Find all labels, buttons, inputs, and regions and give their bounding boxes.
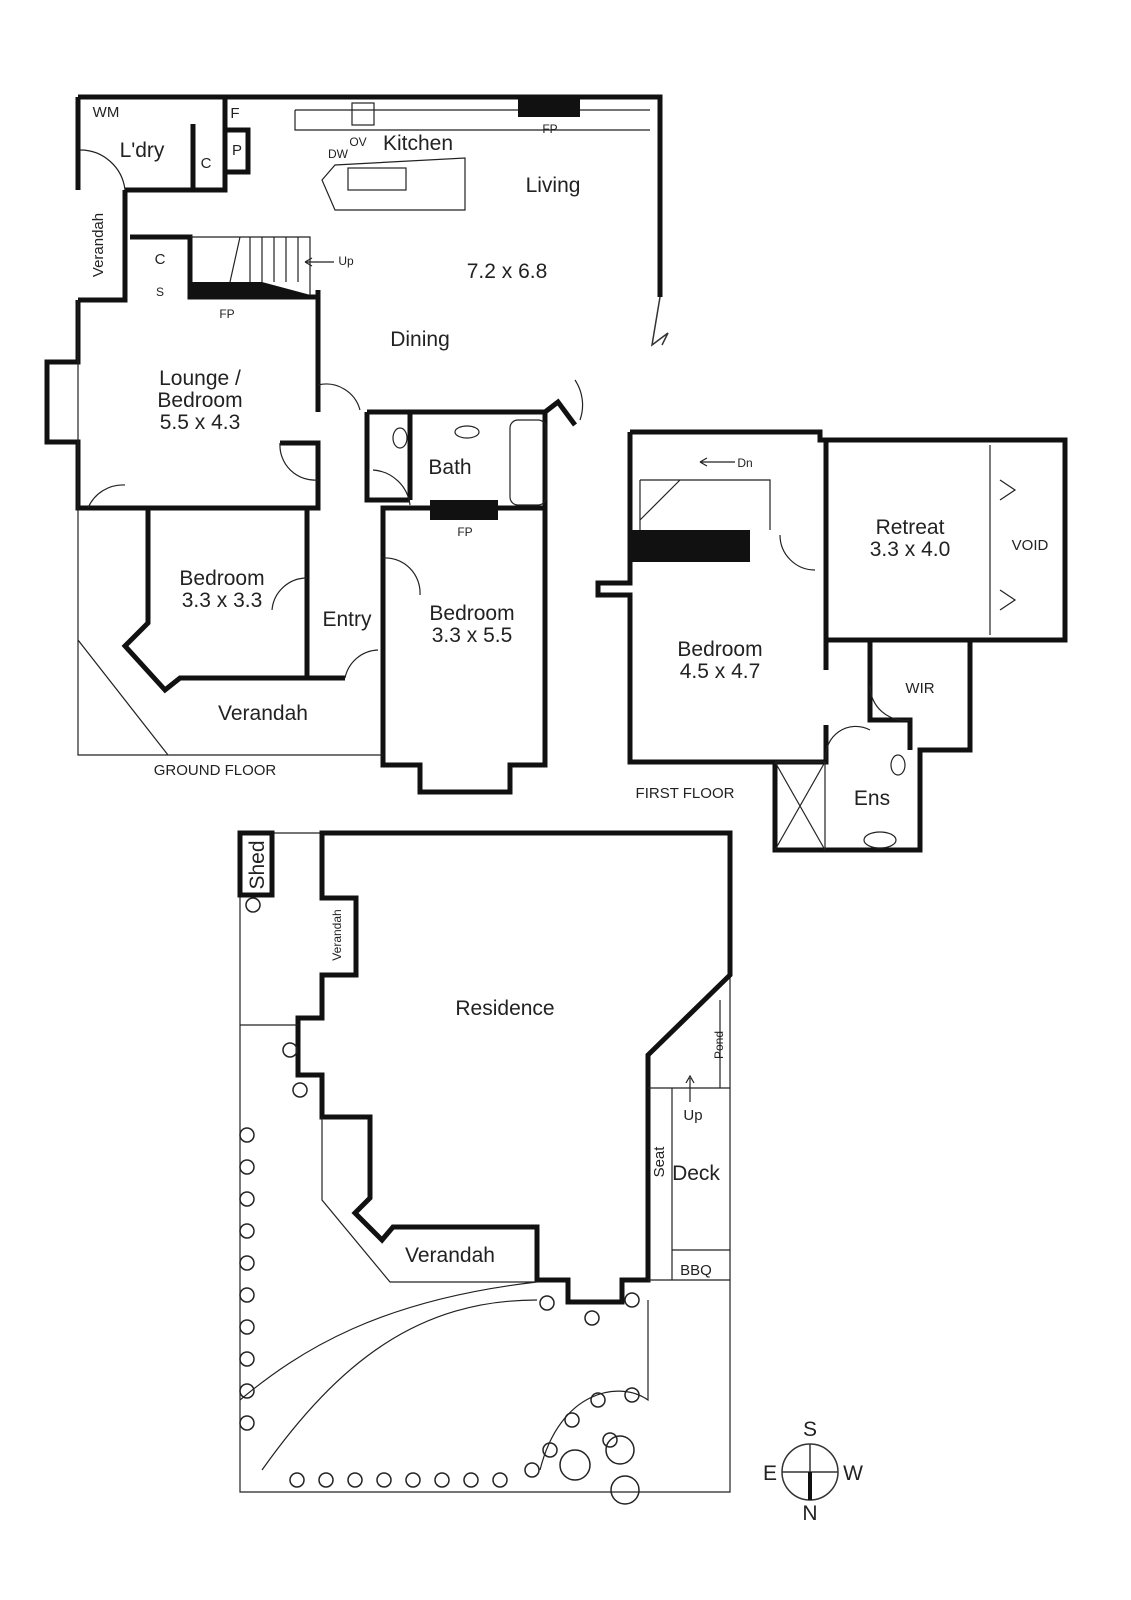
shrub-icon xyxy=(239,1127,255,1143)
site-plan xyxy=(237,830,733,1493)
label-wir: WIR xyxy=(905,680,934,697)
label-void: VOID xyxy=(1012,537,1049,554)
shrub-icon xyxy=(239,1383,255,1399)
tree-icon xyxy=(559,1449,591,1481)
label-dining: Dining xyxy=(390,328,450,351)
label-verandah-side: Verandah xyxy=(90,213,107,277)
label-dn: Dn xyxy=(737,456,752,470)
shrub-icon xyxy=(289,1472,305,1488)
shrub-icon xyxy=(564,1412,580,1428)
label-lounge: Lounge / xyxy=(159,367,241,390)
shrub-icon xyxy=(602,1432,618,1448)
label-site-verandah-side: Verandah xyxy=(330,909,344,960)
shrub-icon xyxy=(239,1191,255,1207)
label-c1: C xyxy=(201,155,212,172)
label-lounge-size: 5.5 x 4.3 xyxy=(160,411,241,434)
label-verandah-front: Verandah xyxy=(218,702,308,725)
tree-icon xyxy=(605,1435,635,1465)
label-site-up: Up xyxy=(683,1107,702,1124)
shrub-icon xyxy=(376,1472,392,1488)
label-pond: Pond xyxy=(712,1031,726,1059)
label-wm: WM xyxy=(93,104,120,121)
shrub-icon xyxy=(524,1462,540,1478)
label-c2: C xyxy=(155,251,166,268)
label-laundry: L'dry xyxy=(120,139,165,162)
label-entry: Entry xyxy=(322,608,372,631)
shrub-icon xyxy=(463,1472,479,1488)
shrub-icon xyxy=(239,1287,255,1303)
label-bbq: BBQ xyxy=(680,1262,712,1279)
label-fp-living: FP xyxy=(542,122,557,136)
label-kitchen: Kitchen xyxy=(383,132,453,155)
shrub-icon xyxy=(584,1310,600,1326)
shrub-icon xyxy=(405,1472,421,1488)
shrub-icon xyxy=(245,897,261,913)
compass-w: W xyxy=(843,1462,863,1485)
shrub-icon xyxy=(347,1472,363,1488)
label-up: Up xyxy=(338,254,354,268)
compass: S E W N xyxy=(763,1418,863,1525)
shrub-icon xyxy=(624,1387,640,1403)
label-bedroom1-size: 3.3 x 3.3 xyxy=(182,589,263,612)
ground-floor xyxy=(44,94,669,795)
first-floor-caption: FIRST FLOOR xyxy=(636,785,735,802)
shrub-icon xyxy=(590,1392,606,1408)
shrub-icon xyxy=(239,1255,255,1271)
label-ov: OV xyxy=(349,135,366,149)
shrub-icon xyxy=(624,1292,640,1308)
label-fp-lounge: FP xyxy=(219,307,234,321)
label-bath: Bath xyxy=(428,456,471,479)
shrub-icon xyxy=(292,1082,308,1098)
shrub-icon xyxy=(239,1223,255,1239)
label-ens: Ens xyxy=(854,787,890,810)
label-fp-bedroom: FP xyxy=(457,525,472,539)
label-bedroom2: Bedroom xyxy=(429,602,514,625)
shrub-icon xyxy=(239,1415,255,1431)
compass-s: S xyxy=(803,1418,817,1441)
compass-n: N xyxy=(802,1502,817,1525)
label-site-verandah: Verandah xyxy=(405,1244,495,1267)
shrub-icon xyxy=(318,1472,334,1488)
shrub-icon xyxy=(239,1319,255,1335)
label-residence: Residence xyxy=(455,997,554,1020)
shrub-icon xyxy=(434,1472,450,1488)
shrub-icon xyxy=(542,1442,558,1458)
label-living-size: 7.2 x 6.8 xyxy=(467,260,548,283)
ground-floor-caption: GROUND FLOOR xyxy=(154,762,277,779)
label-retreat: Retreat xyxy=(876,516,945,539)
label-retreat-size: 3.3 x 4.0 xyxy=(870,538,951,561)
label-seat: Seat xyxy=(651,1146,668,1178)
label-living: Living xyxy=(526,174,581,197)
label-dw: DW xyxy=(328,147,349,161)
shrub-icon xyxy=(239,1351,255,1367)
label-lounge-bedroom: Bedroom xyxy=(157,389,242,412)
label-deck: Deck xyxy=(672,1162,720,1185)
label-bedroom-first: Bedroom xyxy=(677,638,762,661)
shrub-icon xyxy=(539,1295,555,1311)
label-s: S xyxy=(156,285,164,299)
label-f: F xyxy=(230,105,239,122)
label-bedroom-first-size: 4.5 x 4.7 xyxy=(680,660,761,683)
shrub-icon xyxy=(239,1159,255,1175)
tree-icon xyxy=(610,1475,640,1505)
label-shed: Shed xyxy=(246,840,269,889)
label-bedroom2-size: 3.3 x 5.5 xyxy=(432,624,513,647)
label-bedroom1: Bedroom xyxy=(179,567,264,590)
shrub-icon xyxy=(492,1472,508,1488)
shrubs xyxy=(239,897,640,1505)
compass-e: E xyxy=(763,1462,777,1485)
label-p: P xyxy=(232,142,242,159)
first-floor xyxy=(595,429,1068,853)
shrub-icon xyxy=(282,1042,298,1058)
